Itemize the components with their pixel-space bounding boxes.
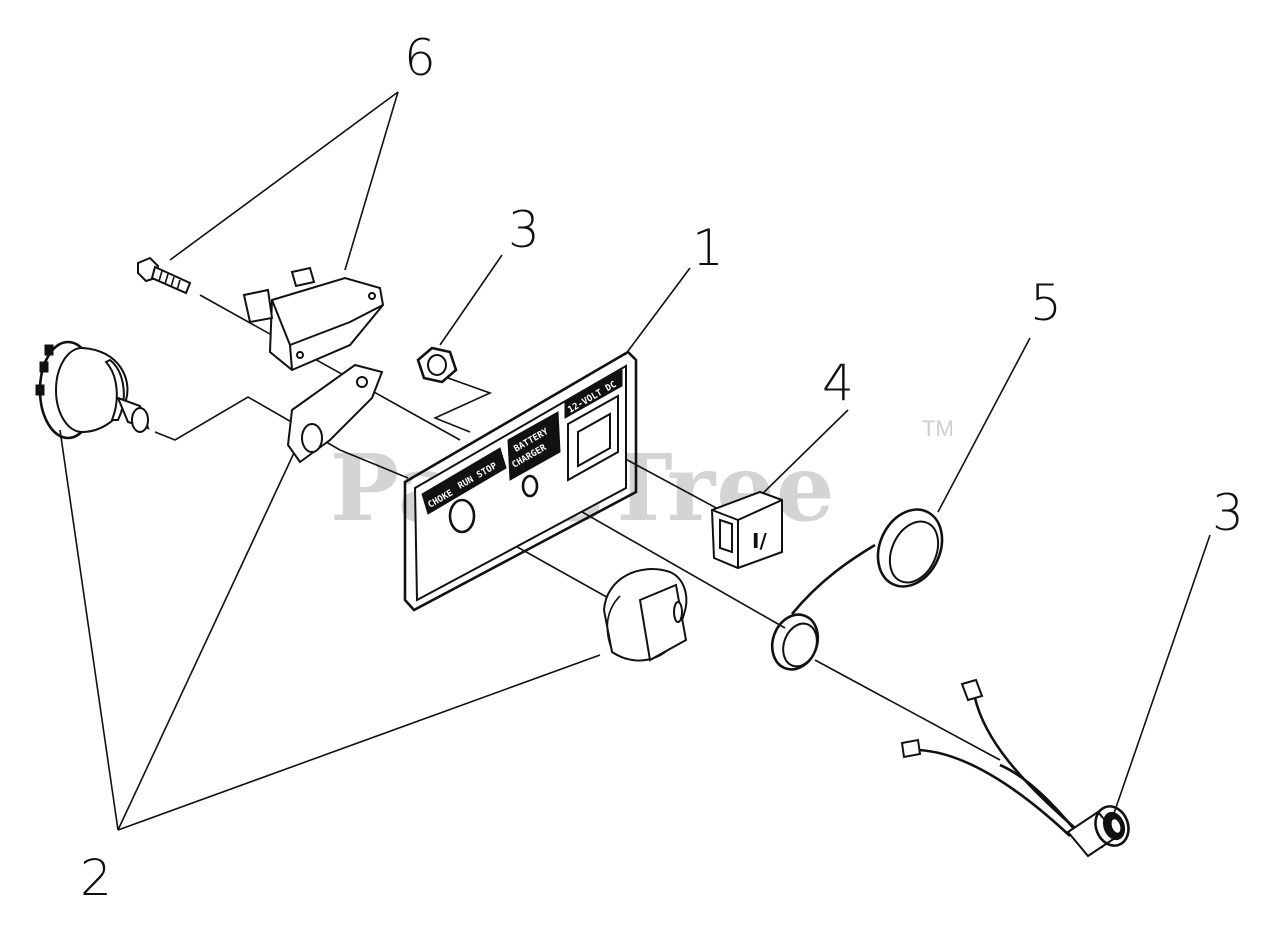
watermark-trademark: TM (922, 416, 954, 441)
callout-3-nut: 3 (508, 201, 540, 259)
rocker-switch-part: I/ (710, 490, 783, 570)
receptacle-cover-part (770, 508, 944, 671)
callout-2: 2 (80, 849, 112, 907)
hex-nut-part (416, 346, 458, 384)
dc-receptacle-part (900, 678, 1130, 858)
rocker-mark: I/ (752, 529, 767, 553)
callout-4: 4 (822, 354, 854, 412)
choke-knob-part (602, 568, 688, 662)
callout-1: 1 (692, 219, 724, 277)
callout-labels: 6 3 1 5 4 3 2 (80, 29, 1244, 907)
leader-lines (59, 91, 1211, 849)
callout-3-receptacle: 3 (1212, 484, 1244, 542)
callout-6: 6 (404, 29, 436, 87)
bracket-part (286, 363, 384, 464)
screw-part (137, 256, 192, 295)
callout-5: 5 (1030, 274, 1062, 332)
relay-part (242, 266, 385, 372)
key-switch-part (35, 340, 150, 440)
control-panel-part: CHOKE RUN STOP BATTERY CHARGER 12-VOLT D… (403, 350, 638, 612)
